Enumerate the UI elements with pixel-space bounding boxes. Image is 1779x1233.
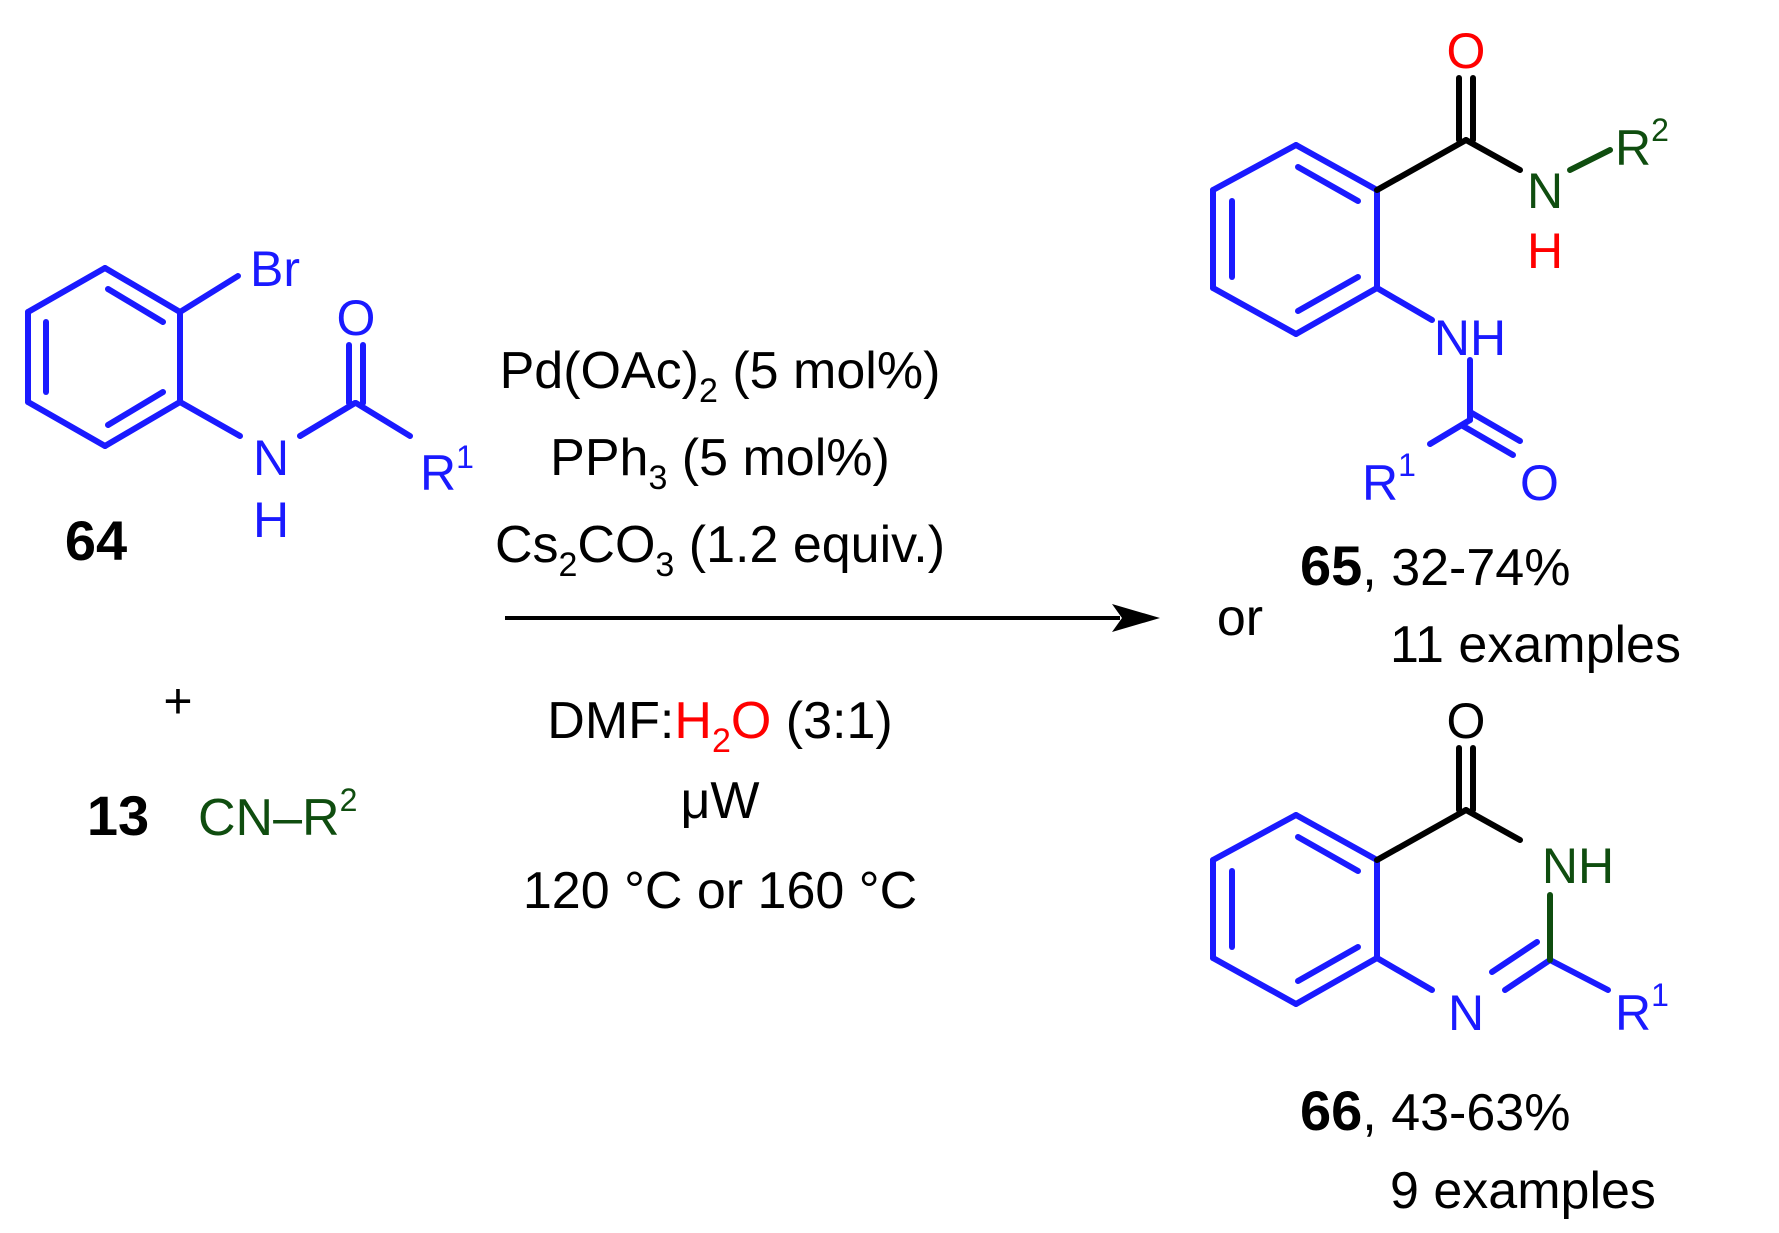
isocyanide-formula: CN–R2 (198, 782, 357, 847)
condition-ligand: PPh3 (5 mol%) (550, 429, 890, 497)
product-65-r1-label: R1 (1362, 447, 1416, 511)
product-66-nh-label: NH (1542, 838, 1614, 894)
product-65-examples: 11 examples (1390, 616, 1681, 674)
compound-id-65: 65 (1300, 534, 1362, 597)
condition-catalyst: Pd(OAc)2 (5 mol%) (500, 342, 941, 410)
product-65-structure (1210, 75, 1613, 458)
product-66-examples: 9 examples (1390, 1162, 1656, 1220)
bromine-label: Br (250, 241, 300, 297)
product-65-nh-label: NH (1434, 310, 1506, 366)
product-66-structure (1210, 745, 1611, 1007)
product-66-yield: 66, 43-63% (1300, 1079, 1570, 1142)
product-65-amide-nitrogen: N (1527, 163, 1563, 219)
compound-id-64: 64 (65, 509, 127, 572)
product-65-lower-oxygen: O (1520, 455, 1559, 511)
r1-letter: R (420, 445, 456, 501)
reactant-64-hydrogen-label: H (253, 492, 289, 548)
reaction-arrow (505, 604, 1160, 632)
condition-base: Cs2CO3 (1.2 equiv.) (495, 516, 945, 584)
or-separator: or (1217, 589, 1263, 647)
product-65-carbonyl-oxygen: O (1447, 23, 1486, 79)
product-66-r1-label: R1 (1615, 977, 1669, 1041)
condition-microwave: μW (680, 772, 759, 830)
reactant-64-r1-label: R1 (420, 439, 474, 501)
compound-id-13: 13 (87, 784, 149, 847)
isocyanide-superscript: 2 (340, 782, 358, 818)
reactant-64-oxygen-label: O (337, 290, 376, 346)
r1-superscript: 1 (456, 439, 474, 475)
reactant-64-structure (25, 265, 413, 449)
product-66-carbonyl-oxygen: O (1447, 693, 1486, 749)
product-65-amide-hydrogen: H (1527, 223, 1563, 279)
condition-temperature: 120 °C or 160 °C (523, 862, 917, 920)
reactant-64-nitrogen-label: N (253, 430, 289, 486)
condition-solvent: DMF:H2O (3:1) (547, 692, 892, 760)
product-65-yield: 65, 32-74% (1300, 534, 1570, 597)
product-65-r2-label: R2 (1615, 112, 1669, 176)
compound-id-66: 66 (1300, 1079, 1362, 1142)
plus-sign: + (163, 673, 192, 729)
product-66-ring-nitrogen: N (1448, 985, 1484, 1041)
isocyanide-text: CN–R (198, 789, 340, 847)
